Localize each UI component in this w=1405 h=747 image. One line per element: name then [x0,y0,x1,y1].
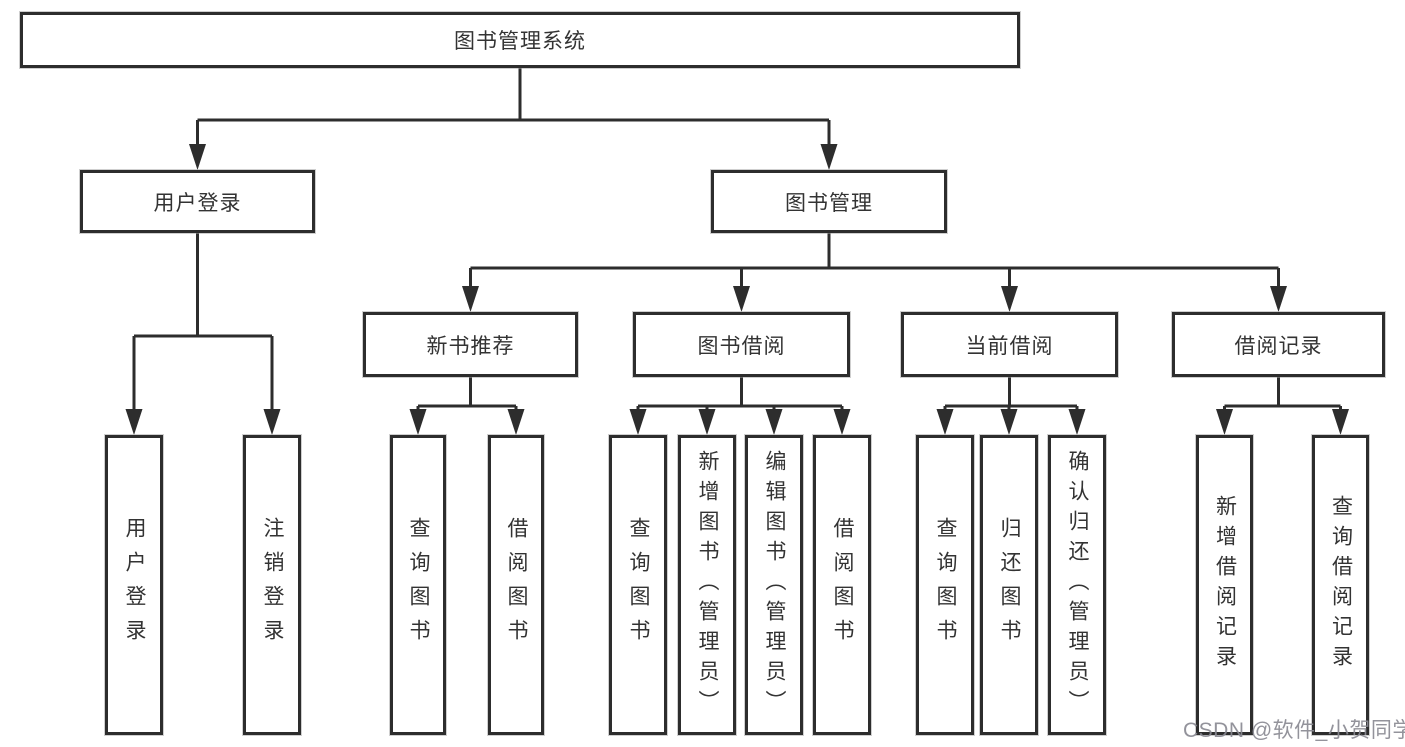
node-bb-borrow: 借阅图书 [813,435,871,735]
node-label: 新增借阅记录 [1213,495,1237,675]
node-label: 借阅图书 [505,517,528,653]
node-bb-add: 新增图书（管理员） [678,435,736,735]
node-book-mgmt: 图书管理 [711,170,947,233]
node-label: 图书管理 [785,191,873,215]
node-cb-confirm: 确认归还（管理员） [1048,435,1106,735]
node-label: 查询图书 [934,517,957,653]
node-cb-query: 查询图书 [916,435,974,735]
node-borrow-records: 借阅记录 [1172,312,1385,377]
node-label: 用户登录 [153,191,242,215]
node-label: 图书管理系统 [454,30,586,53]
node-label: 新增图书（管理员） [696,450,719,720]
node-label: 借阅图书 [831,517,854,653]
node-cb-return: 归还图书 [980,435,1038,735]
node-label: 当前借阅 [965,334,1054,358]
node-current-borrow: 当前借阅 [901,312,1118,377]
node-book-borrow: 图书借阅 [633,312,850,377]
watermark: CSDN @软件_小贺同学 [1183,719,1405,742]
node-label: 确认归还（管理员） [1066,450,1089,720]
node-user-login: 用户登录 [80,170,315,233]
node-label: 编辑图书（管理员） [763,450,786,720]
node-label: 归还图书 [998,517,1021,653]
node-br-add: 新增借阅记录 [1196,435,1253,735]
node-login-user: 用户登录 [105,435,163,735]
node-label: 用户登录 [123,517,146,653]
node-label: 借阅记录 [1234,334,1323,358]
node-label: 图书借阅 [697,334,786,358]
node-label: 查询图书 [407,517,430,653]
node-nb-query: 查询图书 [390,435,446,735]
node-label: 新书推荐 [426,334,515,358]
node-nb-borrow: 借阅图书 [488,435,544,735]
node-label: 注销登录 [261,517,284,653]
node-label: 查询借阅记录 [1329,495,1353,675]
node-new-book: 新书推荐 [363,312,578,377]
node-br-query: 查询借阅记录 [1312,435,1369,735]
node-bb-query: 查询图书 [609,435,667,735]
node-login-logout: 注销登录 [243,435,301,735]
node-bb-edit: 编辑图书（管理员） [745,435,803,735]
node-label: 查询图书 [627,517,650,653]
node-root: 图书管理系统 [20,12,1020,68]
